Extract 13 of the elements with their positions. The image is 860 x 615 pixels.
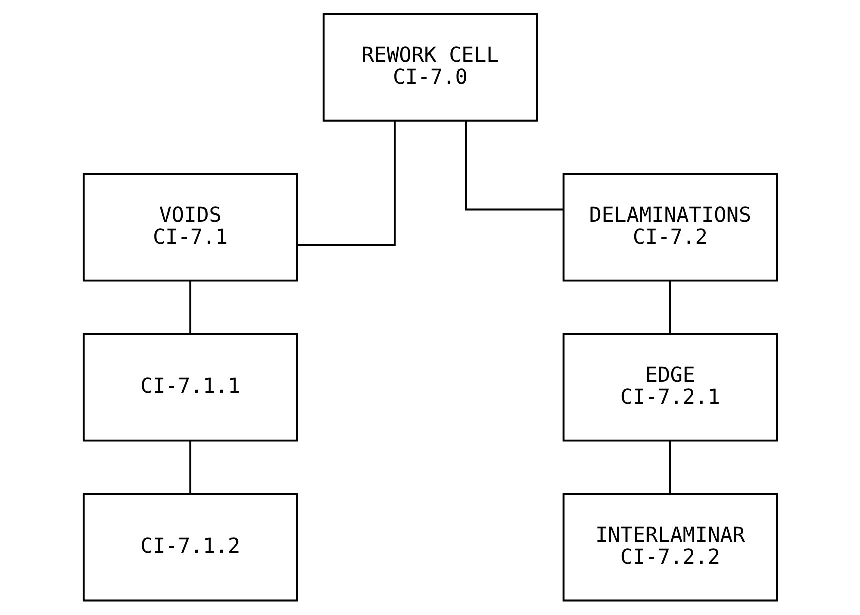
connector <box>189 441 192 494</box>
connector <box>668 441 671 494</box>
node-box: REWORK CELL CI-7.0 <box>322 13 538 122</box>
node-box: VOIDS CI-7.1 <box>82 173 298 282</box>
connector <box>189 281 192 334</box>
node-box: EDGE CI-7.2.1 <box>562 333 778 442</box>
node-box: INTERLAMINAR CI-7.2.2 <box>562 493 778 602</box>
node-box: CI-7.1.1 <box>82 333 298 442</box>
node-box: DELAMINATIONS CI-7.2 <box>562 173 778 282</box>
node-box: CI-7.1.2 <box>82 493 298 602</box>
connector <box>668 281 671 334</box>
connector <box>297 120 396 246</box>
connector <box>464 120 563 211</box>
